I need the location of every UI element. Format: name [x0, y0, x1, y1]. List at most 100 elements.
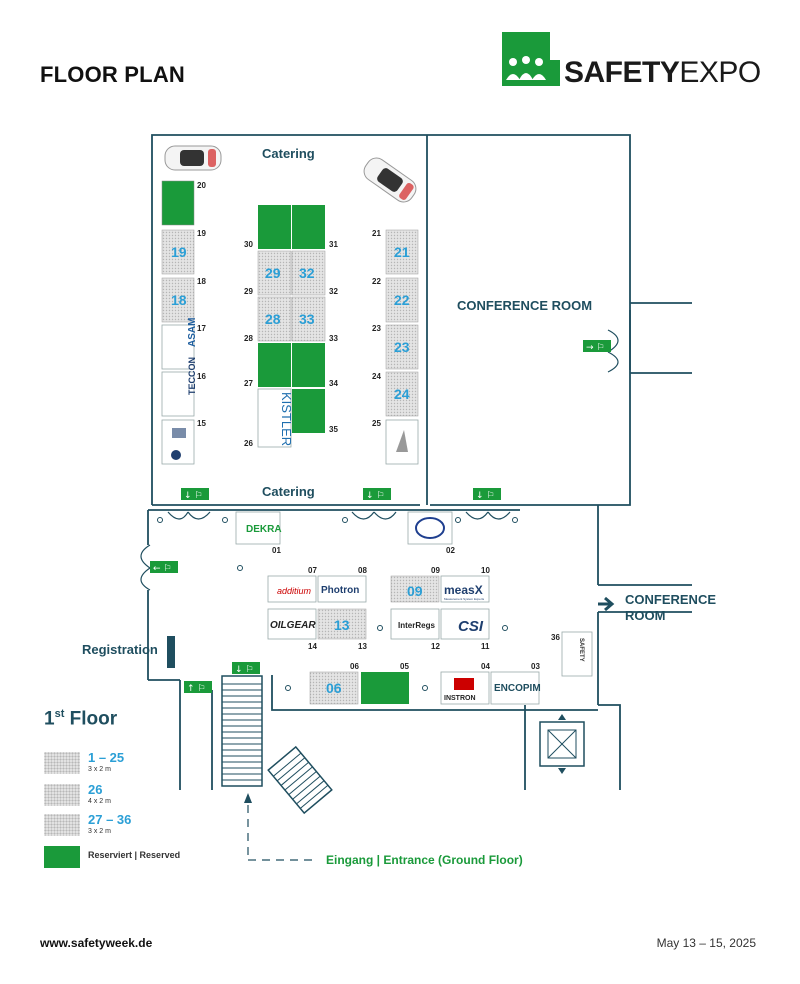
booth-06	[309, 671, 359, 705]
svg-text:26: 26	[244, 439, 253, 448]
booth-16	[161, 371, 195, 417]
booth-12	[390, 608, 440, 640]
svg-text:01: 01	[272, 546, 281, 555]
tecconn-logo: TECCON	[187, 357, 197, 395]
svg-text:34: 34	[329, 379, 338, 388]
booth-09-label: 09	[407, 583, 423, 599]
booth-09	[390, 575, 440, 603]
svg-text:24: 24	[372, 372, 381, 381]
logo-wordmark: SAFETYEXPO	[564, 56, 761, 89]
entrance-label: Eingang | Entrance (Ground Floor)	[326, 853, 523, 867]
booth-34	[292, 343, 325, 387]
booth-31	[292, 205, 325, 249]
svg-text:15: 15	[197, 419, 206, 428]
oilgear-logo: OILGEAR	[270, 620, 316, 631]
elevator-icon	[539, 714, 585, 774]
booth-25	[385, 419, 419, 465]
conference-room-2-label-line2: ROOM	[625, 608, 665, 623]
encopim-logo: ENCOPIM	[494, 683, 541, 694]
booth-23	[385, 324, 419, 370]
booth-36	[561, 631, 593, 677]
booth-05	[361, 672, 409, 704]
registration-label: Registration	[82, 642, 158, 657]
conference-room-2-label-line1: CONFERENCE	[625, 592, 716, 607]
booth-32	[291, 250, 326, 296]
svg-text:07: 07	[308, 566, 317, 575]
booth-30	[258, 205, 291, 249]
svg-text:28: 28	[244, 334, 253, 343]
booth-26	[257, 388, 292, 448]
booth-03	[490, 671, 540, 705]
interregs-logo: InterRegs	[398, 621, 435, 630]
exit-signs: ↓ ⚐ ↓ ⚐ ↓ ⚐ → ⚐ ← ⚐ ↑ ⚐ ↓ ⚐	[150, 340, 611, 694]
svg-text:12: 12	[431, 642, 440, 651]
svg-text:25: 25	[372, 419, 381, 428]
car-icon-top-right	[363, 157, 417, 203]
svg-text:22: 22	[372, 277, 381, 286]
svg-text:09: 09	[431, 566, 440, 575]
booth-19-label: 19	[171, 244, 187, 260]
booth-11	[440, 608, 490, 640]
booth-24	[385, 371, 419, 417]
measx-subline: Measurement System Experts	[444, 597, 485, 601]
booth-20	[161, 180, 195, 226]
booth-24-label: 24	[394, 386, 410, 402]
booth-36-logo: SAFETY	[578, 638, 584, 662]
website-link[interactable]: www.safetyweek.de	[40, 936, 153, 950]
measx-logo: measX	[444, 583, 483, 597]
booth-10	[440, 575, 490, 603]
svg-text:31: 31	[329, 240, 338, 249]
kistler-logo: KISTLER	[279, 392, 294, 446]
booth-02-logo-icon	[415, 517, 445, 539]
svg-text:35: 35	[329, 425, 338, 434]
booth-21	[385, 229, 419, 275]
booth-18	[161, 277, 195, 323]
booth-28-label: 28	[265, 311, 281, 327]
booth-08	[317, 575, 367, 603]
dekra-logo: DEKRA	[246, 524, 282, 535]
svg-text:↓ ⚐: ↓ ⚐	[476, 491, 494, 501]
car-icon-top-left	[164, 145, 222, 171]
svg-text:→ ⚐: → ⚐	[586, 343, 604, 353]
svg-text:30: 30	[244, 240, 253, 249]
booth-29	[257, 250, 292, 296]
svg-text:11: 11	[481, 642, 490, 651]
logo-people-icon	[502, 32, 560, 86]
svg-text:36: 36	[551, 633, 560, 642]
floor-title: 1st Floor	[44, 708, 118, 730]
svg-text:↓ ⚐: ↓ ⚐	[184, 491, 202, 501]
svg-text:← ⚐: ← ⚐	[153, 564, 171, 574]
svg-text:↓ ⚐: ↓ ⚐	[366, 491, 384, 501]
instron-logo-icon	[454, 678, 474, 690]
booth-32-label: 32	[299, 265, 315, 281]
svg-text:02: 02	[446, 546, 455, 555]
booth-numbers-upper: 20 19 18 17 16 15 30 29 28 27 26 31 32 3…	[197, 181, 381, 448]
svg-text:32: 32	[329, 287, 338, 296]
walls	[140, 134, 692, 790]
svg-text:16: 16	[197, 372, 206, 381]
booth-21-label: 21	[394, 244, 410, 260]
event-date: May 13 – 15, 2025	[656, 936, 756, 950]
entrance-path	[244, 793, 318, 861]
booth-14	[267, 608, 317, 640]
page-title: FLOOR PLAN	[40, 62, 185, 87]
booth-19	[161, 229, 195, 275]
booth-17	[161, 324, 195, 370]
legend-swatch	[44, 752, 80, 774]
svg-text:27: 27	[244, 379, 253, 388]
booth-33	[291, 296, 326, 342]
svg-text:05: 05	[400, 662, 409, 671]
photron-logo: Photron	[321, 585, 359, 596]
svg-text:04: 04	[481, 662, 490, 671]
booth-numbers-lower: 01 02 07 08 09 10 14 13 12 11 06 05 04 0…	[272, 546, 560, 671]
svg-text:19: 19	[197, 229, 206, 238]
svg-text:↑ ⚐: ↑ ⚐	[187, 684, 205, 694]
legend-swatch	[44, 814, 80, 836]
svg-text:14: 14	[308, 642, 317, 651]
svg-text:↓ ⚐: ↓ ⚐	[235, 665, 253, 675]
svg-text:10: 10	[481, 566, 490, 575]
booth-25-logo-icon	[396, 430, 408, 452]
svg-text:20: 20	[197, 181, 206, 190]
csi-logo: CSI	[458, 618, 484, 635]
booth-02	[407, 511, 453, 545]
